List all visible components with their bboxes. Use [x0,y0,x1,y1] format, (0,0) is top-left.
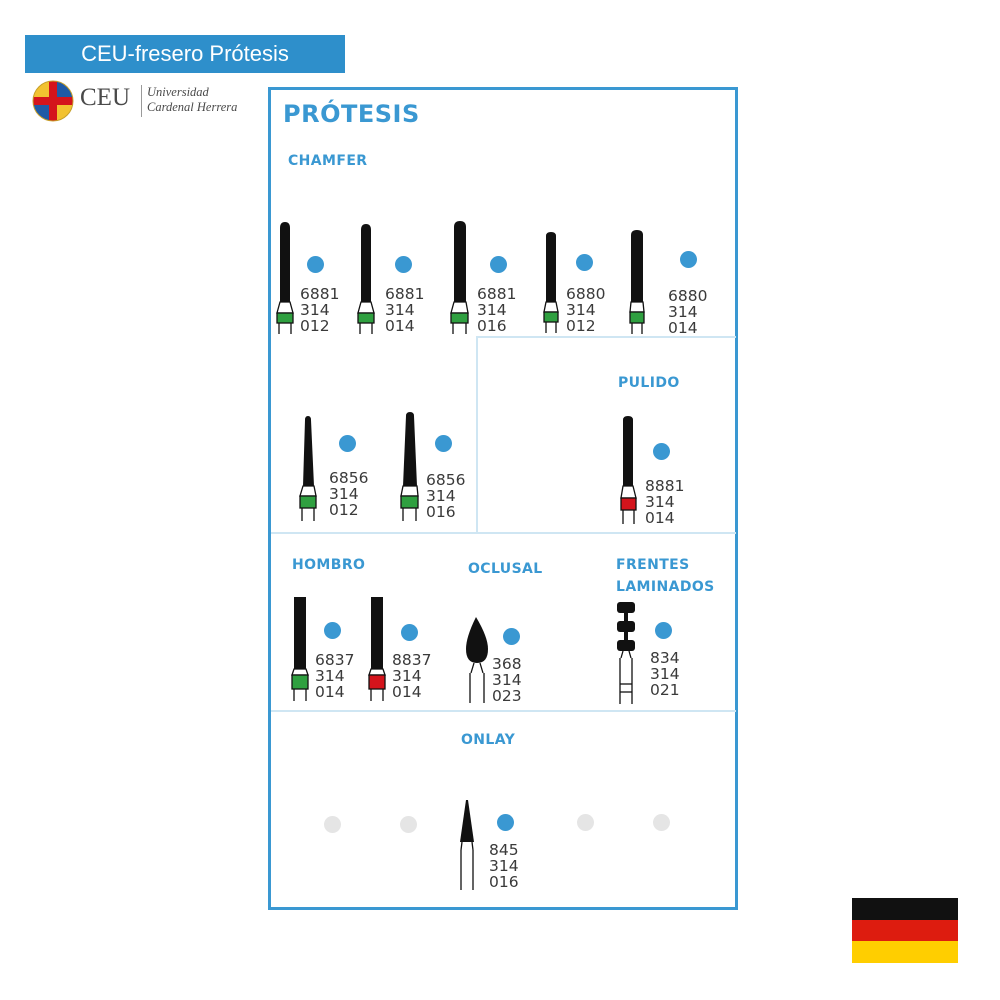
bur-chamfer-cylinder-icon [357,224,375,334]
empty-slot-dot [400,816,417,833]
bur-chamfer-cylinder-icon [629,230,645,334]
availability-dot [395,256,412,273]
section-divider [477,336,736,338]
logo-university-name: Universidad Cardenal Herrera [147,85,237,115]
protesis-panel [268,87,738,910]
section-divider [271,710,736,712]
section-label-oclusal: OCLUSAL [468,561,543,577]
availability-dot [497,814,514,831]
availability-dot [324,622,341,639]
section-label-hombro: HOMBRO [292,557,366,573]
availability-dot [655,622,672,639]
bur-tapered-icon [400,412,419,521]
availability-dot [503,628,520,645]
title-banner: CEU-fresero Prótesis [25,35,345,73]
bur-chamfer-cylinder-icon [620,416,637,524]
availability-dot [435,435,452,452]
section-label-onlay: ONLAY [461,732,516,748]
bur-depth-cutter-icon [617,602,635,704]
bur-chamfer-cylinder-icon [276,222,294,334]
availability-dot [576,254,593,271]
bur-flat-cylinder-icon [368,597,386,701]
bur-flame-icon [466,617,488,703]
availability-dot [401,624,418,641]
bur-tapered-icon [299,416,317,521]
availability-dot [339,435,356,452]
bur-chamfer-cylinder-icon [450,221,469,334]
availability-dot [653,443,670,460]
logo-separator [141,85,142,117]
section-label-frentes-laminados: FRENTES LAMINADOS [616,557,715,595]
logo-wordmark: CEU [80,84,130,111]
availability-dot [680,251,697,268]
university-logo: CEU Universidad Cardenal Herrera [30,78,260,124]
section-label-chamfer: CHAMFER [288,153,368,169]
empty-slot-dot [653,814,670,831]
empty-slot-dot [577,814,594,831]
availability-dot [490,256,507,273]
bur-flat-cylinder-icon [291,597,309,701]
section-label-pulido: PULIDO [618,375,680,391]
section-divider [476,336,478,532]
page-title: CEU-fresero Prótesis [81,41,289,66]
bur-chamfer-cylinder-icon [543,232,559,333]
logo-line-2: Cardenal Herrera [147,100,238,114]
bur-cone-icon [460,800,474,890]
panel-title: PRÓTESIS [283,100,420,128]
germany-flag-icon [852,898,958,963]
logo-line-1: Universidad [147,85,209,99]
empty-slot-dot [324,816,341,833]
ceu-emblem-icon [32,80,74,122]
availability-dot [307,256,324,273]
section-divider [271,532,736,534]
